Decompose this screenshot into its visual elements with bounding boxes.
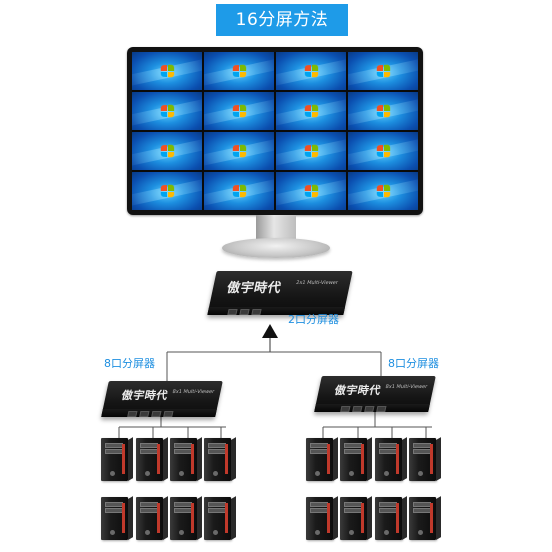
windows-logo-icon [160, 104, 175, 118]
arrow-head [262, 324, 278, 338]
windows-logo-icon [160, 144, 175, 158]
screen-tile [276, 172, 346, 210]
pc-tower-icon [409, 437, 441, 481]
splitter-brand: 傲宇時代 [333, 384, 383, 397]
pc-tower-icon [306, 437, 338, 481]
pc-tower-icon [204, 437, 236, 481]
screen-tile [276, 52, 346, 90]
splitter-brand: 傲宇時代 [120, 389, 170, 402]
screen-tile [348, 172, 418, 210]
screen-tile [132, 172, 202, 210]
splitter-8-port-right: 傲宇時代 8x1 Multi-Viewer [314, 376, 436, 412]
pc-tower-icon [340, 496, 372, 540]
screen-tile [132, 132, 202, 170]
pc-tower-icon [204, 496, 236, 540]
splitter-ports [227, 309, 262, 315]
pc-tower-icon [306, 496, 338, 540]
splitter-8-port-left: 傲宇時代 8x1 Multi-Viewer [101, 381, 223, 417]
screen-tile [204, 132, 274, 170]
screen-tile [132, 92, 202, 130]
label-8-port-splitter-left: 8口分屏器 [104, 357, 155, 370]
label-2-port-splitter: 2口分屏器 [288, 313, 339, 326]
splitter-model: 8x1 Multi-Viewer [384, 384, 428, 390]
pc-tower-icon [375, 496, 407, 540]
splitter-model: 2x1 Multi-Viewer [295, 280, 339, 286]
monitor-stand-base [222, 238, 330, 258]
screen-tile [132, 52, 202, 90]
pc-tower-icon [101, 437, 133, 481]
windows-logo-icon [232, 64, 247, 78]
splitter-brand: 傲宇時代 [225, 281, 283, 296]
label-8-port-splitter-right: 8口分屏器 [388, 357, 439, 370]
windows-logo-icon [160, 184, 175, 198]
windows-logo-icon [376, 64, 391, 78]
windows-logo-icon [304, 104, 319, 118]
screen-tile [204, 52, 274, 90]
windows-logo-icon [232, 144, 247, 158]
windows-logo-icon [232, 104, 247, 118]
splitter-ports [340, 406, 387, 412]
pc-tower-icon [340, 437, 372, 481]
screen-grid [132, 52, 418, 210]
screen-tile [348, 132, 418, 170]
pc-tower-icon [409, 496, 441, 540]
screen-tile [348, 52, 418, 90]
windows-logo-icon [376, 184, 391, 198]
windows-logo-icon [160, 64, 175, 78]
windows-logo-icon [376, 104, 391, 118]
screen-tile [204, 172, 274, 210]
pc-tower-icon [170, 437, 202, 481]
pc-tower-icon [101, 496, 133, 540]
windows-logo-icon [232, 184, 247, 198]
screen-tile [276, 92, 346, 130]
windows-logo-icon [304, 64, 319, 78]
windows-logo-icon [304, 184, 319, 198]
monitor [127, 47, 423, 215]
windows-logo-icon [304, 144, 319, 158]
monitor-stand-neck [256, 215, 296, 241]
pc-tower-icon [136, 496, 168, 540]
pc-tower-icon [375, 437, 407, 481]
page-title: 16分屏方法 [216, 4, 348, 36]
windows-logo-icon [376, 144, 391, 158]
splitter-ports [127, 411, 174, 417]
splitter-model: 8x1 Multi-Viewer [171, 389, 215, 395]
screen-tile [276, 132, 346, 170]
screen-tile [204, 92, 274, 130]
splitter-2-port: 傲宇時代 2x1 Multi-Viewer [207, 271, 353, 315]
pc-tower-icon [170, 496, 202, 540]
screen-tile [348, 92, 418, 130]
pc-tower-icon [136, 437, 168, 481]
